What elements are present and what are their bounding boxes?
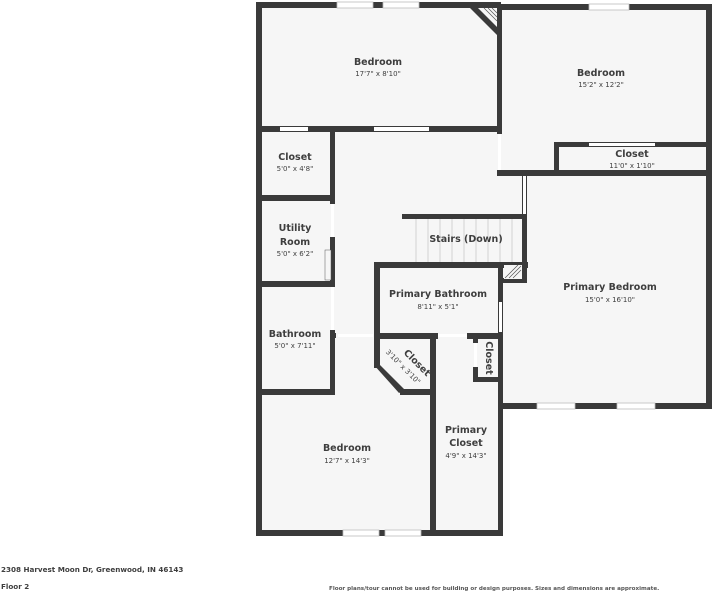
svg-text:12'7" x 14'3": 12'7" x 14'3": [324, 457, 370, 465]
property-address: 2308 Harvest Moon Dr, Greenwood, IN 4614…: [1, 565, 184, 574]
svg-text:Utility: Utility: [279, 223, 313, 234]
svg-text:Bedroom: Bedroom: [323, 443, 371, 454]
svg-text:11'0" x 1'10": 11'0" x 1'10": [609, 162, 655, 170]
room-primary-closet: Primary Closet 4'9" x 14'3": [445, 425, 488, 460]
svg-text:Room: Room: [280, 237, 310, 248]
room-stairs: Stairs (Down): [429, 234, 502, 245]
svg-text:Stairs (Down): Stairs (Down): [429, 234, 502, 245]
svg-text:4'9" x 14'3": 4'9" x 14'3": [445, 452, 486, 460]
svg-text:15'2" x 12'2": 15'2" x 12'2": [578, 81, 624, 89]
svg-text:Primary Bathroom: Primary Bathroom: [389, 289, 487, 300]
floor-label: Floor 2: [1, 582, 30, 591]
svg-text:8'11" x 5'1": 8'11" x 5'1": [417, 303, 458, 311]
svg-text:Closet: Closet: [278, 152, 312, 163]
svg-text:Primary Bedroom: Primary Bedroom: [563, 282, 657, 293]
floor-plan: Bedroom 17'7" x 8'10" Bedroom 15'2" x 12…: [256, 1, 712, 537]
room-bedroom-1: Bedroom 17'7" x 8'10": [354, 57, 402, 78]
hatched-chases: [324, 7, 522, 281]
svg-text:Bedroom: Bedroom: [577, 68, 625, 79]
door-openings: [280, 127, 655, 367]
stairs-graphic: [404, 217, 524, 263]
room-bedroom-3: Bedroom 12'7" x 14'3": [323, 443, 371, 465]
svg-text:15'0" x 16'10": 15'0" x 16'10": [585, 296, 635, 304]
svg-text:Bathroom: Bathroom: [269, 329, 322, 340]
room-utility: Utility Room 5'0" x 6'2": [277, 223, 314, 258]
svg-text:Closet: Closet: [449, 438, 483, 449]
svg-text:Closet: Closet: [483, 341, 494, 375]
svg-text:5'0" x 7'11": 5'0" x 7'11": [274, 342, 315, 350]
svg-text:17'7" x 8'10": 17'7" x 8'10": [355, 70, 401, 78]
room-closet-small: Closet: [483, 341, 494, 375]
svg-text:Closet: Closet: [615, 149, 649, 160]
room-primary-bathroom: Primary Bathroom 8'11" x 5'1": [389, 289, 487, 311]
room-bedroom-2: Bedroom 15'2" x 12'2": [577, 68, 625, 89]
windows: [336, 1, 656, 537]
disclaimer-text: Floor plans/tour cannot be used for buil…: [329, 586, 660, 592]
room-closet-hall: Closet 5'0" x 4'8": [277, 152, 314, 173]
svg-text:Primary: Primary: [445, 425, 488, 436]
room-bathroom: Bathroom 5'0" x 7'11": [269, 329, 322, 350]
svg-text:Bedroom: Bedroom: [354, 57, 402, 68]
svg-text:5'0" x 6'2": 5'0" x 6'2": [277, 250, 314, 258]
room-primary-bedroom: Primary Bedroom 15'0" x 16'10": [563, 282, 657, 304]
room-closet-bedroom-2: Closet 11'0" x 1'10": [609, 149, 655, 170]
svg-text:5'0" x 4'8": 5'0" x 4'8": [277, 165, 314, 173]
